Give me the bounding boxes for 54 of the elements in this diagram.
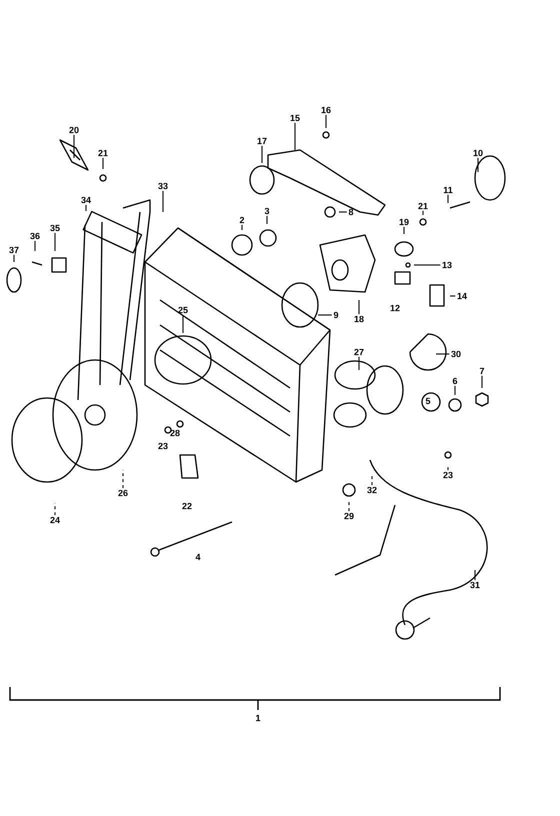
callout-number: 9 bbox=[334, 312, 338, 318]
callout-number: 28 bbox=[170, 430, 180, 436]
callout-number: 34 bbox=[81, 196, 91, 204]
leader-line bbox=[54, 232, 56, 252]
callout-number: 15 bbox=[290, 114, 300, 122]
callout-number: 29 bbox=[344, 512, 354, 520]
callout-number: 35 bbox=[50, 224, 60, 232]
callout-number: 6 bbox=[452, 378, 458, 384]
callout-number: 3 bbox=[264, 208, 270, 214]
callout-number: 26 bbox=[118, 490, 128, 496]
leader-line bbox=[182, 314, 184, 334]
callout-number: 24 bbox=[50, 516, 60, 524]
callout-number: 33 bbox=[158, 182, 168, 190]
callout-number: 12 bbox=[390, 304, 400, 312]
leader-line bbox=[358, 356, 360, 370]
leader-line bbox=[162, 190, 164, 212]
leader-line bbox=[348, 500, 350, 512]
leader-line bbox=[318, 314, 332, 316]
callout-number: 37 bbox=[9, 246, 19, 254]
callout-number: 21 bbox=[98, 150, 108, 156]
leader-line bbox=[34, 240, 36, 252]
callout-number: 27 bbox=[354, 348, 364, 356]
callout-number: 31 bbox=[470, 582, 480, 588]
callout-number: 20 bbox=[69, 126, 79, 134]
callout-number: 4 bbox=[196, 554, 200, 560]
callout-number: 1 bbox=[256, 714, 260, 722]
callout-number: 25 bbox=[178, 306, 188, 314]
callout-number: 2 bbox=[240, 216, 244, 224]
callout-number: 8 bbox=[348, 208, 354, 216]
callout-number: 16 bbox=[322, 106, 331, 114]
leader-line bbox=[102, 157, 104, 170]
leader-line bbox=[454, 385, 456, 396]
callout-number: 23 bbox=[158, 442, 168, 450]
callout-number: 30 bbox=[451, 350, 461, 358]
callout-number: 21 bbox=[418, 202, 428, 210]
callout-number: 7 bbox=[480, 368, 484, 374]
leader-line bbox=[414, 264, 441, 266]
callout-number: 22 bbox=[182, 502, 192, 510]
callout-number: 13 bbox=[442, 262, 452, 268]
callout-number: 17 bbox=[258, 138, 267, 144]
callout-number: 19 bbox=[400, 218, 409, 226]
callout-number: 11 bbox=[444, 186, 452, 194]
callout-number: 10 bbox=[474, 150, 483, 156]
leader-line bbox=[266, 215, 268, 224]
callout-number: 5 bbox=[426, 398, 430, 404]
leader-line bbox=[294, 122, 296, 150]
callout-number: 18 bbox=[354, 316, 364, 322]
leader-line bbox=[422, 210, 424, 216]
callout-number: 32 bbox=[367, 486, 377, 494]
callout-number: 23 bbox=[443, 472, 453, 478]
leader-line bbox=[474, 570, 476, 581]
callout-number: 36 bbox=[30, 232, 40, 240]
callout-number: 14 bbox=[458, 292, 467, 300]
leader-line bbox=[358, 300, 360, 315]
